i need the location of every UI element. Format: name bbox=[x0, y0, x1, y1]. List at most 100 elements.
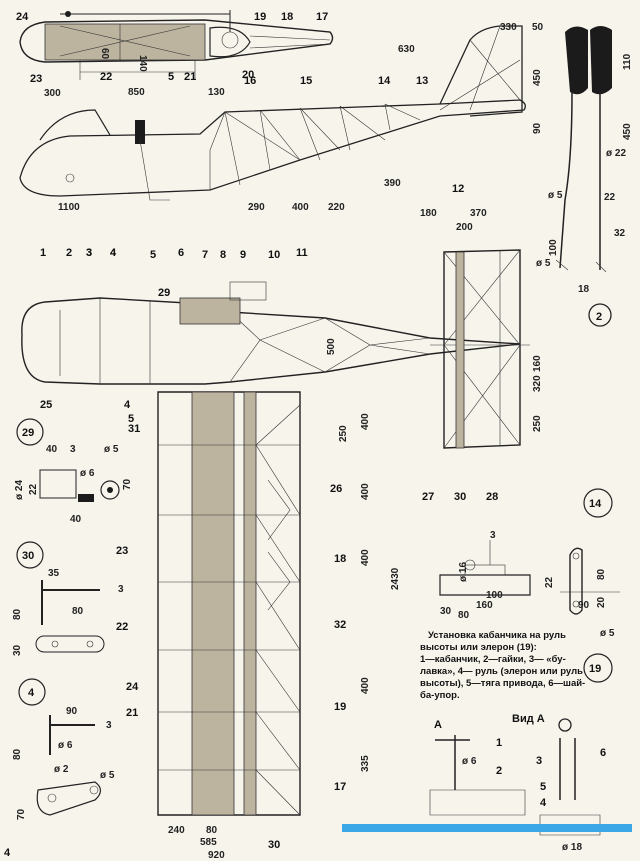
part-label: 24 bbox=[126, 681, 139, 693]
dimension: 400 bbox=[360, 677, 371, 694]
part-label: 14 bbox=[378, 75, 391, 87]
labels-detail-29: 29 40 3 ø 5 ø 6 70 ø 24 22 40 bbox=[14, 418, 133, 525]
dimension: ø 18 bbox=[562, 842, 582, 853]
detail-number: 14 bbox=[589, 498, 602, 510]
dimension: ø 5 bbox=[104, 444, 119, 455]
detail-4-drawing bbox=[36, 715, 102, 816]
labels-side-view: 300 1100 290 400 220 16 15 1 2 3 4 6 11 bbox=[40, 75, 345, 259]
page-number: 4 bbox=[4, 847, 11, 859]
plan-view-fuselage bbox=[21, 281, 521, 385]
dimension: 22 bbox=[28, 483, 39, 495]
dimension: 22 bbox=[604, 192, 616, 203]
dimension: 32 bbox=[614, 228, 626, 239]
dimension: 500 bbox=[326, 338, 337, 355]
dimension: 1100 bbox=[58, 202, 80, 213]
part-label: 12 bbox=[452, 183, 464, 195]
dimension: 90 bbox=[532, 122, 543, 134]
part-label: 24 bbox=[16, 11, 29, 23]
part-label: 4 bbox=[540, 797, 547, 809]
dimension: 40 bbox=[46, 444, 58, 455]
part-label: 22 bbox=[100, 71, 112, 83]
dimension: 450 bbox=[532, 69, 543, 86]
dimension: 630 bbox=[398, 44, 415, 55]
part-label: 20 bbox=[242, 69, 254, 81]
view-a-drawing bbox=[429, 718, 601, 836]
fuselage-top-view bbox=[19, 10, 334, 80]
part-label: 6 bbox=[178, 247, 184, 259]
control-stick-detail bbox=[555, 26, 612, 327]
dimension: 90 bbox=[578, 600, 590, 611]
detail-number: 30 bbox=[22, 550, 34, 562]
labels-detail-30: 30 35 3 80 80 30 bbox=[12, 541, 124, 656]
dimension: 850 bbox=[128, 87, 145, 98]
dimension: 80 bbox=[596, 568, 607, 580]
part-label: 4 bbox=[110, 247, 117, 259]
dimension: 20 bbox=[596, 596, 607, 608]
dimension: ø 2 bbox=[54, 764, 69, 775]
dimension: 320 bbox=[532, 375, 543, 392]
dimension: 80 bbox=[206, 825, 218, 836]
dimension: 70 bbox=[122, 478, 133, 490]
dimension: ø 6 bbox=[462, 756, 477, 767]
part-label: 32 bbox=[334, 619, 346, 631]
part-label: 25 bbox=[40, 399, 52, 411]
dimension: 2430 bbox=[390, 567, 401, 590]
part-label: 9 bbox=[240, 249, 246, 261]
part-label: 29 bbox=[158, 287, 170, 299]
part-label: 3 bbox=[86, 247, 92, 259]
part-label: 1 bbox=[496, 737, 502, 749]
dimension: 35 bbox=[48, 568, 60, 579]
part-label: 8 bbox=[220, 249, 226, 261]
dimension: 585 bbox=[200, 837, 217, 848]
part-label: 23 bbox=[30, 73, 42, 85]
dimension: 3 bbox=[106, 720, 112, 731]
part-label: 17 bbox=[334, 781, 346, 793]
part-label: 17 bbox=[316, 11, 328, 23]
caption-line: Установка кабанчика на руль bbox=[428, 630, 566, 641]
dimension: 920 bbox=[208, 850, 225, 861]
labels-tail-side: 330 50 630 450 90 390 14 13 12 bbox=[378, 22, 544, 195]
dimension: 220 bbox=[328, 202, 345, 213]
view-title: Вид А bbox=[512, 713, 545, 725]
dimension: 40 bbox=[70, 514, 82, 525]
dimension: 80 bbox=[12, 748, 23, 760]
dimension: 400 bbox=[360, 483, 371, 500]
dimension: ø 22 bbox=[606, 148, 626, 159]
dimension: 60 bbox=[99, 48, 110, 60]
part-label: 4 bbox=[124, 399, 131, 411]
part-label: 5 bbox=[150, 249, 156, 261]
caption-text: Установка кабанчика на руль высоты или э… bbox=[420, 630, 585, 701]
dimension: 18 bbox=[578, 284, 590, 295]
dimension: 390 bbox=[384, 178, 401, 189]
part-label: 28 bbox=[486, 491, 498, 503]
part-label: 5 bbox=[168, 71, 174, 83]
part-label: 5 bbox=[128, 413, 134, 425]
labels-detail-14: 14 3 ø 16 160 100 80 30 bbox=[440, 488, 613, 621]
dimension: 3 bbox=[490, 530, 496, 541]
accent-stripe bbox=[342, 824, 632, 832]
dimension: 400 bbox=[292, 202, 309, 213]
part-label: 30 bbox=[268, 839, 280, 851]
dimension: 200 bbox=[456, 222, 473, 233]
dimension: 30 bbox=[440, 606, 452, 617]
caption-line: ба-упор. bbox=[420, 690, 460, 701]
dimension: 400 bbox=[360, 413, 371, 430]
dimension: 3 bbox=[118, 584, 124, 595]
dimension: 400 bbox=[360, 549, 371, 566]
part-label: 11 bbox=[296, 247, 308, 259]
detail-14-drawing bbox=[439, 540, 531, 596]
part-label: 19 bbox=[334, 701, 346, 713]
labels-detail-19: 19 22 80 90 20 ø 5 bbox=[544, 568, 615, 683]
dimension: 300 bbox=[44, 88, 61, 99]
part-label: 13 bbox=[416, 75, 428, 87]
view-marker: A bbox=[434, 719, 442, 731]
dimension: 100 bbox=[548, 239, 559, 256]
dimension: 370 bbox=[470, 208, 487, 219]
part-label: 10 bbox=[268, 249, 280, 261]
detail-29-drawing bbox=[39, 469, 120, 502]
detail-number: 4 bbox=[28, 687, 35, 699]
dimension: 140 bbox=[137, 55, 148, 72]
part-label: 23 bbox=[116, 545, 128, 557]
dimension: 130 bbox=[208, 87, 225, 98]
